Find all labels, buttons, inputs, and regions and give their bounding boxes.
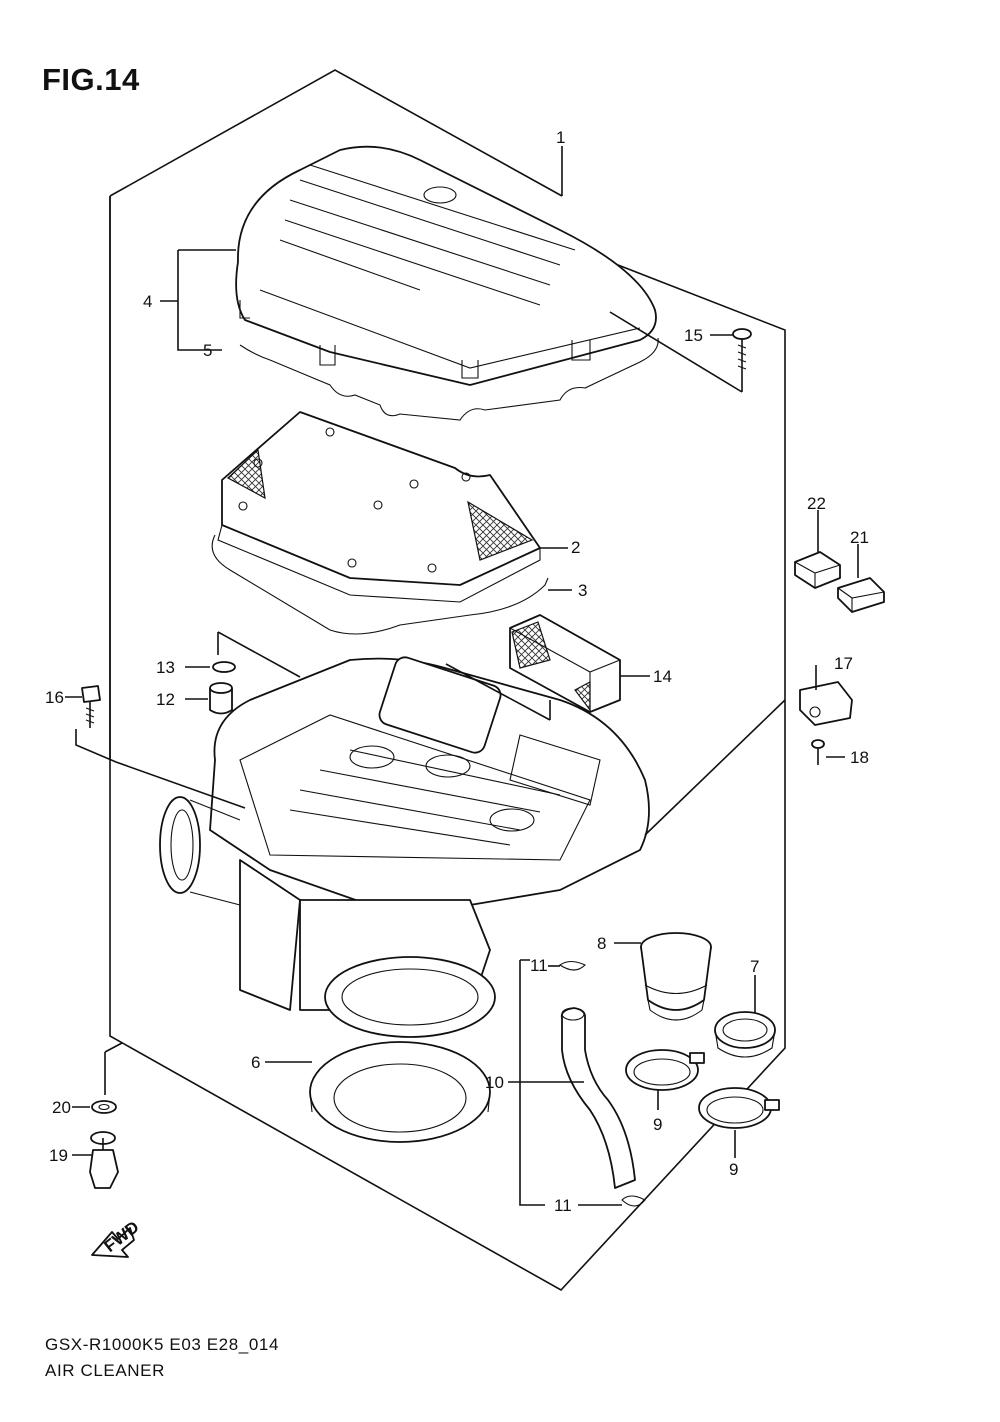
filter-element <box>217 411 541 603</box>
callout-21: 21 <box>850 528 869 547</box>
callout-1: 1 <box>556 128 565 147</box>
callout-14: 14 <box>653 667 672 686</box>
clamp-upper <box>625 1049 705 1091</box>
air-cleaner-case <box>159 656 650 1038</box>
section-name: AIR CLEANER <box>45 1361 165 1380</box>
sensor-connector-cover <box>794 551 841 589</box>
forward-direction-arrow: FWD <box>91 1217 143 1258</box>
callout-12: 12 <box>156 690 175 709</box>
callout-labels: 1 2 3 4 5 6 7 8 9 9 10 11 11 12 13 14 15… <box>45 128 869 1215</box>
leader-lines <box>65 146 859 1206</box>
callout-11-lower: 11 <box>554 1196 572 1215</box>
air-cleaner-cap <box>235 145 657 386</box>
plug-cap <box>209 661 236 715</box>
callout-8: 8 <box>597 934 606 953</box>
drain-plug <box>89 1131 119 1189</box>
filter-seal <box>211 534 549 635</box>
drain-plug-washer <box>91 1100 117 1114</box>
hose-clip-lower <box>621 1195 646 1207</box>
callout-5: 5 <box>203 341 212 360</box>
secondary-filter <box>509 614 621 713</box>
callout-6: 6 <box>251 1053 260 1072</box>
callout-17: 17 <box>834 654 853 673</box>
sensor-screw <box>811 739 825 765</box>
intake-duct <box>640 932 712 1021</box>
sensor-connector <box>837 577 885 613</box>
callout-11: 11 <box>530 956 548 975</box>
callout-7: 7 <box>750 957 759 976</box>
callout-15: 15 <box>684 326 703 345</box>
intake-funnel <box>309 1041 491 1143</box>
callout-13: 13 <box>156 658 175 677</box>
callout-4: 4 <box>143 292 152 311</box>
hose-clip-upper <box>559 960 586 971</box>
cap-seal <box>239 337 659 421</box>
figure-title: FIG.14 <box>42 62 140 97</box>
callout-2: 2 <box>571 538 580 557</box>
callout-19: 19 <box>49 1146 68 1165</box>
callout-10: 10 <box>485 1073 504 1092</box>
callout-3: 3 <box>578 581 587 600</box>
callout-9: 9 <box>653 1115 662 1134</box>
case-bolt <box>81 685 101 728</box>
rubber-joint <box>714 1011 776 1058</box>
model-code: GSX-R1000K5 E03 E28_014 <box>45 1335 280 1354</box>
drain-hose <box>560 1007 636 1189</box>
callout-22: 22 <box>807 494 826 513</box>
callout-18: 18 <box>850 748 869 767</box>
intake-air-temp-sensor <box>799 681 853 726</box>
callout-16: 16 <box>45 688 64 707</box>
cap-screw <box>732 328 752 372</box>
clamp-lower <box>698 1087 780 1129</box>
callout-9-lower: 9 <box>729 1160 738 1179</box>
callout-20: 20 <box>52 1098 71 1117</box>
